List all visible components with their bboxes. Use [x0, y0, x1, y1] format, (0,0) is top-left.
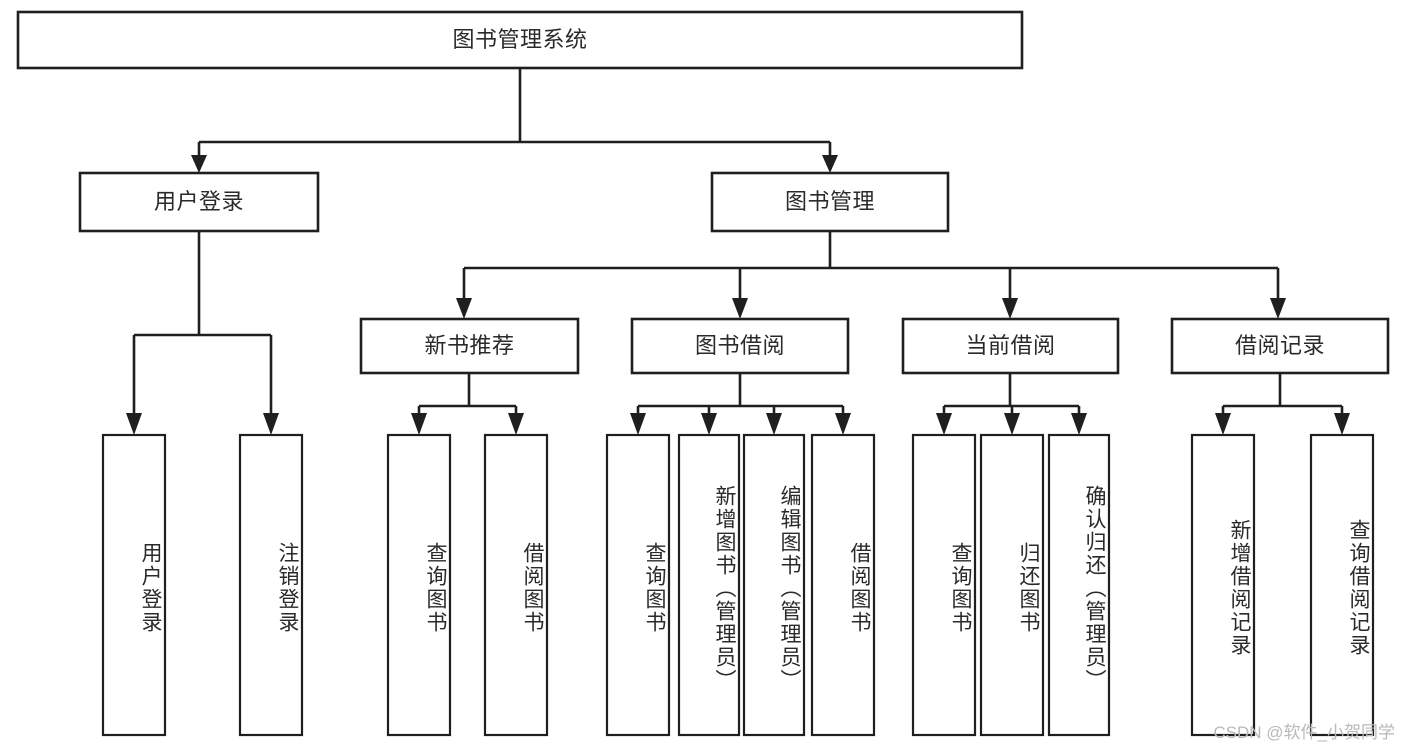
- node-box-leaf-query-book-1[interactable]: [386, 433, 452, 737]
- node-box-book-borrow[interactable]: [630, 317, 850, 375]
- node-box-new-book-recommend[interactable]: [359, 317, 580, 375]
- connectors-user-login-to-leaves: [126, 231, 279, 435]
- node-box-leaf-confirm-return[interactable]: [1047, 433, 1111, 737]
- arrowhead-book-borrow: [732, 298, 748, 319]
- arrowhead-borrow-record: [1270, 298, 1286, 319]
- node-box-book-manage[interactable]: [710, 171, 950, 233]
- node-box-current-borrow[interactable]: [901, 317, 1120, 375]
- node-box-leaf-add-record[interactable]: [1190, 433, 1256, 737]
- arrowhead-book-manage: [822, 155, 838, 173]
- connectors-borrow-record-to-leaves: [1215, 373, 1350, 435]
- arrowhead-leaf-borrow-book-2: [835, 413, 851, 435]
- arrowhead-leaf-query-book-1: [411, 413, 427, 435]
- node-box-borrow-record[interactable]: [1170, 317, 1390, 375]
- arrowhead-leaf-return-book: [1004, 413, 1020, 435]
- arrowhead-leaf-add-book: [701, 413, 717, 435]
- node-box-leaf-borrow-book-1[interactable]: [483, 433, 549, 737]
- arrowhead-leaf-user-logout: [263, 413, 279, 435]
- connectors-book-manage-to-level2: [456, 231, 1286, 319]
- node-box-leaf-user-login[interactable]: [101, 433, 167, 737]
- node-box-leaf-borrow-book-2[interactable]: [810, 433, 876, 737]
- arrowhead-leaf-query-book-2: [630, 413, 646, 435]
- node-box-leaf-return-book[interactable]: [979, 433, 1045, 737]
- arrowhead-new-book-recommend: [456, 298, 472, 319]
- arrowhead-leaf-edit-book: [766, 413, 782, 435]
- arrowhead-leaf-add-record: [1215, 413, 1231, 435]
- node-box-leaf-user-logout[interactable]: [238, 433, 304, 737]
- node-box-leaf-edit-book[interactable]: [742, 433, 806, 737]
- connectors-root-to-level1: [191, 68, 838, 173]
- arrowhead-user-login: [191, 155, 207, 173]
- connectors-current-borrow-to-leaves: [936, 373, 1087, 435]
- arrowhead-leaf-query-record: [1334, 413, 1350, 435]
- arrowhead-current-borrow: [1002, 298, 1018, 319]
- node-box-user-login[interactable]: [78, 171, 320, 233]
- node-box-leaf-query-record[interactable]: [1309, 433, 1375, 737]
- connectors-book-borrow-to-leaves: [630, 373, 851, 435]
- arrowhead-leaf-confirm-return: [1071, 413, 1087, 435]
- node-box-root[interactable]: [16, 10, 1024, 70]
- node-box-leaf-query-book-2[interactable]: [605, 433, 671, 737]
- arrowhead-leaf-user-login: [126, 413, 142, 435]
- node-box-leaf-query-book-3[interactable]: [911, 433, 977, 737]
- arrowhead-leaf-borrow-book-1: [508, 413, 524, 435]
- arrowhead-leaf-query-book-3: [936, 413, 952, 435]
- node-box-leaf-add-book[interactable]: [677, 433, 741, 737]
- connectors-new-book-recommend-to-leaves: [411, 373, 524, 435]
